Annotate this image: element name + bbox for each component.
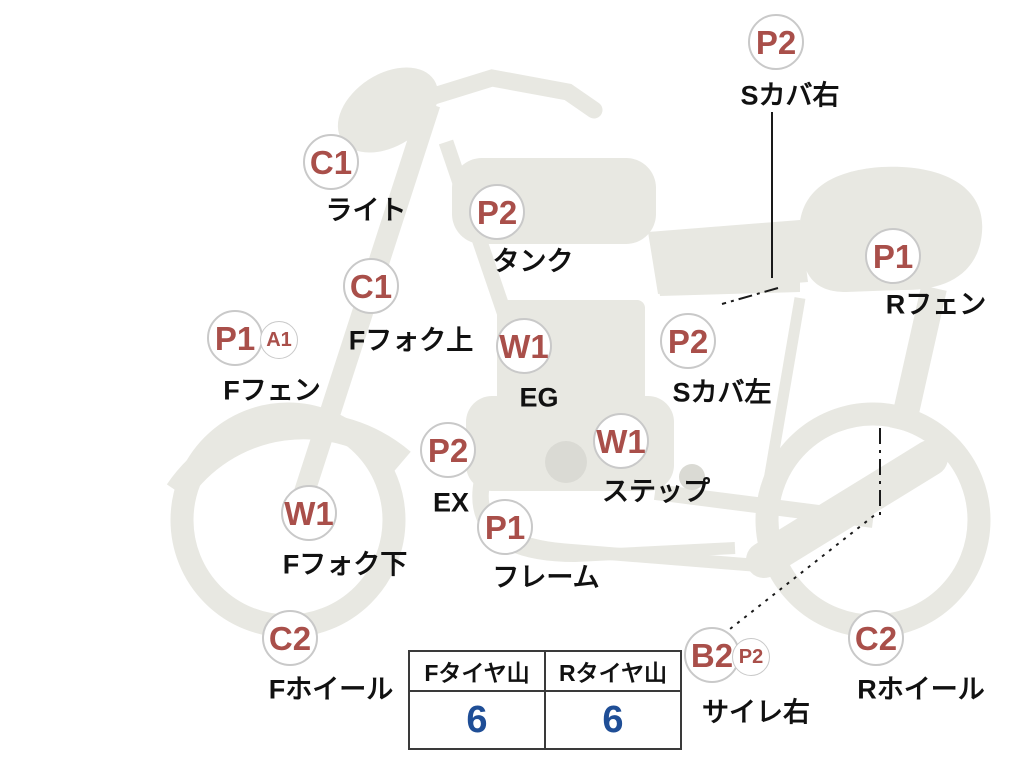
condition-code-badge: P2: [748, 14, 804, 70]
headlight-shape: [337, 67, 439, 153]
condition-subcode-badge: A1: [260, 321, 298, 359]
part-label: Rホイール: [857, 674, 985, 705]
side-cover-right-dashdot-line: [721, 287, 779, 305]
rear-tire-tread-value: 6: [544, 690, 682, 750]
part-label: Rフェン: [885, 289, 987, 320]
part-label: Fホイール: [268, 674, 394, 705]
muffler-shape: [746, 440, 948, 578]
condition-code-badge: C2: [262, 610, 318, 666]
part-label: Sカバ右: [740, 80, 840, 111]
front-tire-header: Fタイヤ山: [408, 650, 546, 692]
condition-code-badge: C1: [303, 134, 359, 190]
condition-subcode-badge: P2: [732, 638, 770, 676]
rear-shock-shape: [762, 297, 806, 487]
front-tire-tread-value: 6: [408, 690, 546, 750]
condition-code-badge: B2: [684, 627, 740, 683]
part-label: EX: [432, 487, 470, 518]
condition-code-badge: P1: [477, 499, 533, 555]
condition-code-badge: C2: [848, 610, 904, 666]
handlebar-shape: [399, 69, 603, 119]
condition-code-badge: P1: [865, 228, 921, 284]
condition-code-badge: C1: [343, 258, 399, 314]
part-label: Fフェン: [223, 375, 321, 406]
part-label: タンク: [492, 246, 574, 277]
tire-tread-table: Fタイヤ山 Rタイヤ山 6 6: [408, 650, 682, 750]
condition-code-badge: P2: [469, 184, 525, 240]
part-label: Fフォク下: [282, 549, 408, 580]
rear-tire-header: Rタイヤ山: [544, 650, 682, 692]
part-label: サイレ右: [702, 697, 810, 728]
rear-fender-drop-shape: [889, 285, 947, 433]
condition-code-badge: P2: [660, 313, 716, 369]
step-peg-shape: [679, 464, 705, 490]
part-label: ステップ: [602, 476, 710, 507]
front-fender-shape: [166, 412, 411, 500]
part-label: EG: [519, 382, 559, 413]
part-label: Sカバ左: [672, 377, 772, 408]
condition-code-badge: P2: [420, 422, 476, 478]
condition-code-badge: W1: [496, 318, 552, 374]
silencer-right-dotted-line: [715, 513, 877, 641]
part-label: ライト: [325, 195, 407, 226]
condition-code-badge: W1: [593, 413, 649, 469]
crankcase-shape: [545, 441, 587, 483]
part-label: Fフォク上: [348, 325, 474, 356]
condition-code-badge: W1: [281, 485, 337, 541]
side-cover-shape: [652, 240, 800, 296]
condition-code-badge: P1: [207, 310, 263, 366]
part-label: フレーム: [492, 562, 600, 593]
